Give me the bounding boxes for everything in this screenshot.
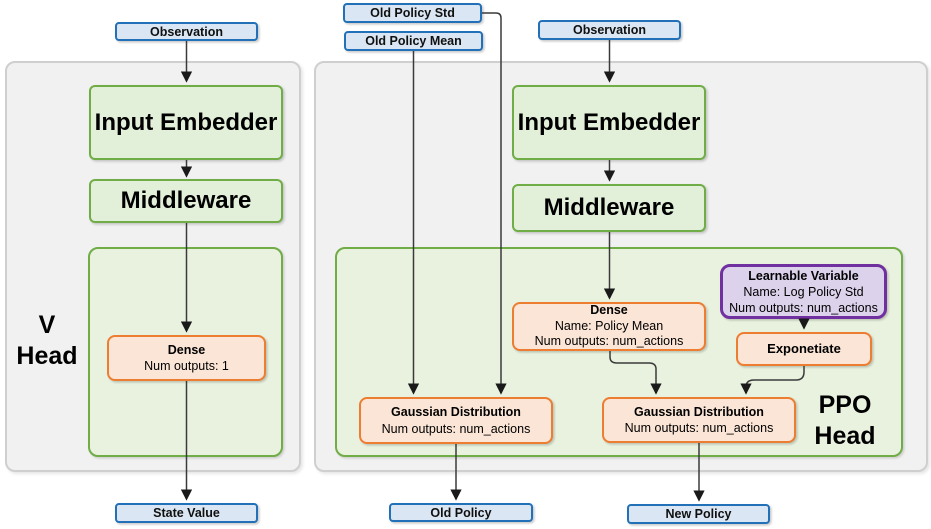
observation-label-right: Observation — [573, 23, 646, 37]
middleware-label-right: Middleware — [543, 194, 675, 221]
exponentiate-node: Exponetiate — [736, 332, 872, 366]
dense-node-policy-mean: Dense Name: Policy Mean Num outputs: num… — [512, 302, 706, 351]
old-policy-std-node: Old Policy Std — [343, 3, 482, 23]
old-policy-mean-label: Old Policy Mean — [365, 34, 462, 48]
input-embedder-label-right: Input Embedder — [517, 108, 701, 136]
state-value-label: State Value — [153, 506, 220, 520]
middleware-node-left: Middleware — [89, 179, 283, 223]
gaussian-distribution-old-node: Gaussian Distribution Num outputs: num_a… — [359, 397, 553, 444]
ppo-head-title-line2: Head — [814, 422, 876, 450]
old-policy-label: Old Policy — [430, 505, 492, 520]
v-head-title-line2: Head — [16, 342, 78, 370]
gaussian-distribution-new-node: Gaussian Distribution Num outputs: num_a… — [602, 397, 796, 443]
ppo-head-title-line1: PPO — [818, 391, 872, 419]
old-policy-node: Old Policy — [389, 503, 533, 522]
v-head-title: V Head — [8, 310, 86, 372]
middleware-node-right: Middleware — [512, 184, 706, 232]
dense-v-title: Dense — [167, 342, 206, 357]
input-embedder-node-right: Input Embedder — [512, 85, 706, 160]
learnable-variable-title: Learnable Variable — [748, 268, 859, 283]
ppo-head-title: PPO Head — [795, 390, 895, 452]
new-policy-node: New Policy — [627, 504, 770, 524]
dense-policy-mean-outputs: Num outputs: num_actions — [534, 334, 684, 349]
old-policy-std-label: Old Policy Std — [370, 6, 455, 20]
v-head-title-line1: V — [38, 311, 56, 339]
old-policy-mean-node: Old Policy Mean — [344, 31, 483, 51]
gaussian-old-outputs: Num outputs: num_actions — [381, 421, 531, 436]
dense-node-v: Dense Num outputs: 1 — [107, 335, 266, 381]
observation-node-right: Observation — [538, 20, 681, 40]
gaussian-old-title: Gaussian Distribution — [391, 405, 521, 419]
state-value-node: State Value — [115, 503, 258, 523]
gaussian-new-title: Gaussian Distribution — [634, 404, 764, 419]
observation-node-left: Observation — [115, 22, 258, 41]
dense-policy-mean-title: Dense — [590, 303, 628, 318]
dense-policy-mean-name: Name: Policy Mean — [554, 318, 664, 333]
input-embedder-node-left: Input Embedder — [89, 85, 283, 160]
new-policy-label: New Policy — [665, 507, 732, 521]
learnable-variable-name: Name: Log Policy Std — [743, 284, 864, 299]
middleware-label-left: Middleware — [120, 187, 252, 214]
learnable-variable-node: Learnable Variable Name: Log Policy Std … — [720, 264, 887, 319]
gaussian-new-outputs: Num outputs: num_actions — [624, 421, 774, 435]
observation-label-left: Observation — [150, 24, 223, 39]
exponentiate-label: Exponetiate — [767, 340, 841, 356]
dense-v-outputs: Num outputs: 1 — [144, 359, 229, 373]
input-embedder-label-left: Input Embedder — [94, 108, 278, 136]
learnable-variable-outputs: Num outputs: num_actions — [729, 300, 878, 315]
